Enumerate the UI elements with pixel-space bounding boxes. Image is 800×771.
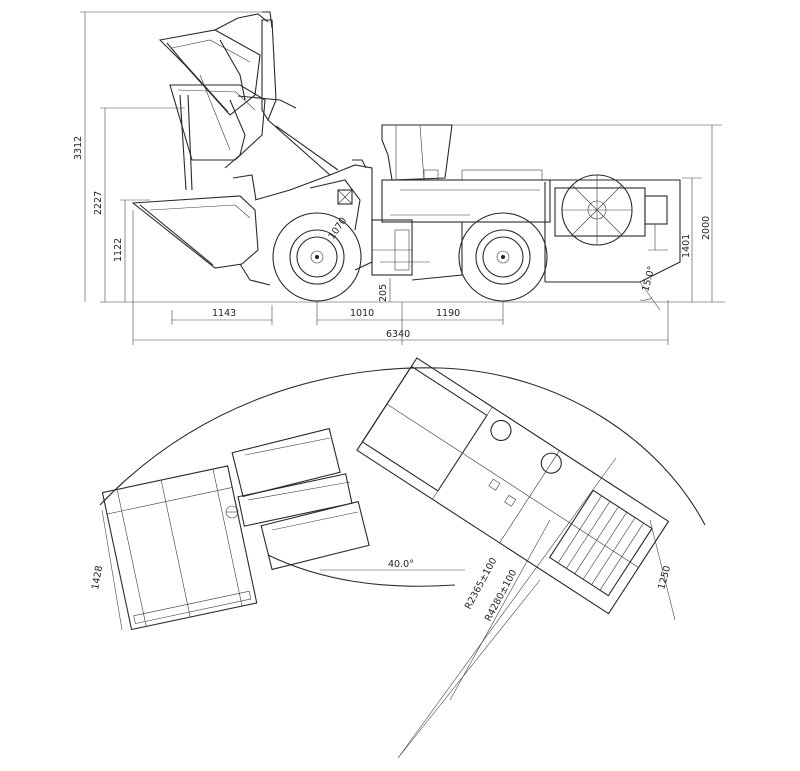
- hub-label: 1070: [326, 216, 349, 242]
- top-view: R2365±100 R4280±100 40.0° 1428: [90, 357, 706, 759]
- dim-h-cab: 2000: [701, 216, 712, 240]
- dim-width-rear: 1250: [656, 565, 673, 591]
- bucket-raised: [158, 13, 269, 116]
- radius-line-inner: [397, 579, 541, 759]
- dim-h-rear: 1401: [681, 234, 692, 258]
- bucket-mid: [169, 84, 266, 191]
- side-view: 1070: [73, 11, 725, 345]
- radius-line-outer: [397, 457, 617, 759]
- dim-l-wb: 1190: [436, 308, 460, 319]
- dim-h-ground: 205: [378, 284, 389, 302]
- departure-angle: [639, 281, 661, 311]
- rear-frame-top: [356, 357, 670, 615]
- dim-h-lift: 2227: [93, 191, 104, 215]
- outer-turning-arc: [99, 367, 706, 526]
- dim-articulation-angle: 40.0°: [388, 559, 414, 570]
- radius-line-mid: [449, 519, 551, 701]
- dim-width-front: 1428: [90, 565, 105, 591]
- bucket-lowered: [131, 174, 271, 286]
- dim-departure-angle: 15.0°: [640, 265, 657, 293]
- vertical-dimensions: [80, 11, 722, 302]
- articulation-joint: [371, 219, 430, 276]
- front-frame-top: [225, 427, 370, 571]
- dim-h-max: 3312: [73, 136, 84, 160]
- front-width-dim: [101, 509, 123, 631]
- lift-arm: [199, 11, 339, 176]
- front-wheel: [272, 212, 362, 302]
- front-frame: [254, 159, 373, 271]
- front-bucket-top: [101, 465, 258, 631]
- dim-l-front: 1143: [212, 308, 236, 319]
- rear-width-dim: [649, 519, 676, 621]
- dim-h-pin: 1122: [113, 238, 124, 262]
- inner-turning-arc: [267, 554, 456, 587]
- rear-body: [381, 124, 681, 283]
- rear-engine-cover: [554, 174, 668, 251]
- dim-l-mid: 1010: [350, 308, 374, 319]
- rear-wheel: [458, 212, 548, 302]
- horizontal-dimensions: [132, 210, 669, 345]
- dim-l-total: 6340: [386, 329, 410, 340]
